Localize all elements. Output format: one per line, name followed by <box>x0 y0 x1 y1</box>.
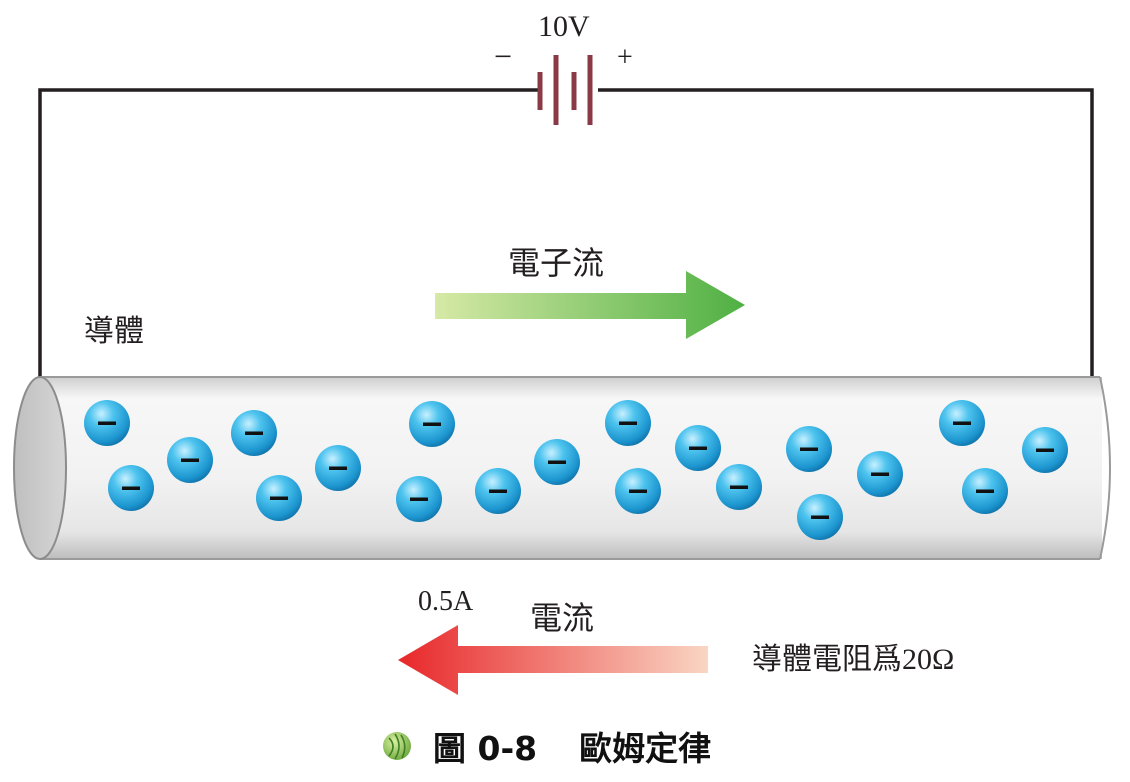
electron <box>256 475 302 521</box>
electron-flow-arrow <box>435 271 745 339</box>
electron <box>857 451 903 497</box>
current-arrow <box>398 625 708 695</box>
electron <box>409 401 455 447</box>
conductor-label: 導體 <box>84 314 144 349</box>
watermelon-bullet-icon <box>383 732 411 760</box>
electron <box>534 439 580 485</box>
battery-positive-terminal-label: + <box>617 42 633 73</box>
battery-negative-terminal-label: − <box>494 38 513 74</box>
electron <box>716 464 762 510</box>
current-label: 電流 <box>530 599 595 637</box>
electron <box>475 468 521 514</box>
electron <box>786 426 832 472</box>
electron <box>231 410 277 456</box>
electron <box>962 468 1008 514</box>
electron <box>396 476 442 522</box>
current-value-label: 0.5A <box>418 586 474 617</box>
electron <box>108 465 154 511</box>
figure-title: 歐姆定律 <box>579 729 712 768</box>
electron <box>605 400 651 446</box>
electron <box>315 445 361 491</box>
electron <box>167 437 213 483</box>
electron-layer <box>84 400 1068 540</box>
electron-flow-label: 電子流 <box>508 244 605 282</box>
figure-caption: 圖 0-8 歐姆定律 <box>381 722 711 770</box>
circuit-wire <box>38 88 1094 377</box>
electron <box>1022 427 1068 473</box>
resistance-label: 導體電阻爲20Ω <box>752 643 955 676</box>
battery-voltage-label: 10V <box>538 10 590 43</box>
electron <box>797 494 843 540</box>
electron <box>84 400 130 446</box>
battery-symbol <box>537 55 593 125</box>
electron <box>939 400 985 446</box>
figure-number: 圖 0-8 <box>433 729 538 768</box>
electron <box>675 425 721 471</box>
electron <box>615 468 661 514</box>
